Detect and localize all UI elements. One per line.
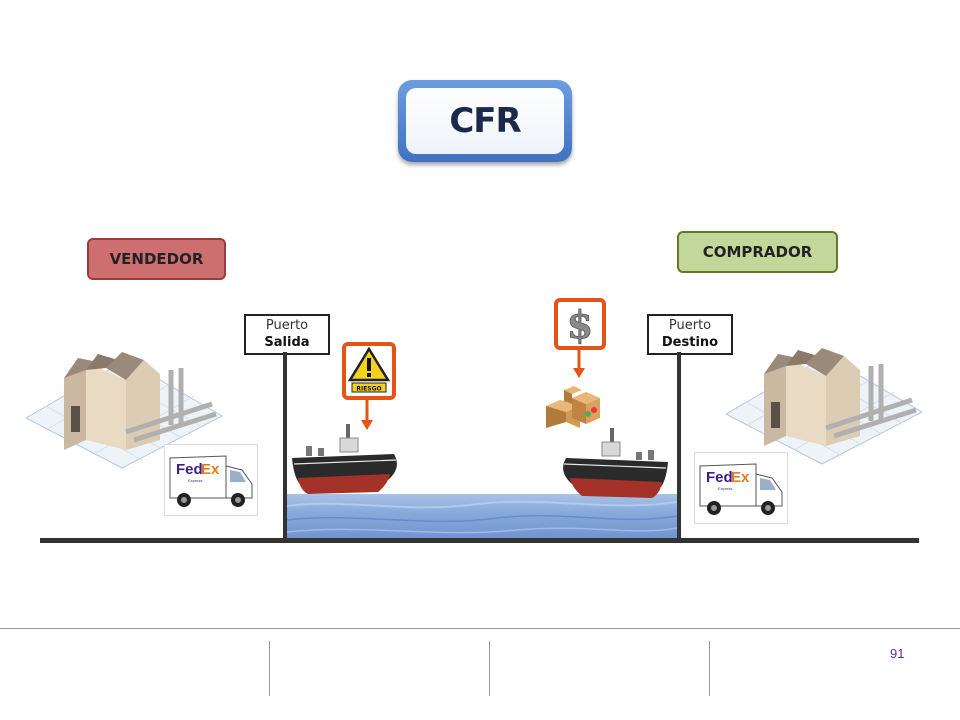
footer-separator: [709, 641, 710, 696]
departure-port-sign: Puerto Salida: [244, 314, 330, 355]
footer-divider: [0, 628, 960, 629]
buyer-van-icon: Fed Ex Express: [694, 452, 788, 524]
ship-destination-icon: [563, 428, 668, 498]
destination-port-line2: Destino: [661, 335, 719, 350]
cost-marker-box: $: [554, 298, 606, 350]
title-box: CFR: [398, 80, 572, 162]
footer-separator: [269, 641, 270, 696]
risk-marker-box: RIESGO: [342, 342, 396, 400]
footer-separator: [489, 641, 490, 696]
van-brand-a: Fed: [706, 469, 733, 486]
departure-port-line1: Puerto: [265, 318, 309, 333]
diagram-title: CFR: [449, 101, 521, 141]
buyer-label: COMPRADOR: [677, 231, 838, 273]
van-brand-b: Ex: [731, 469, 750, 486]
van-brand-a: Fed: [176, 461, 203, 478]
dollar-icon: $: [567, 302, 593, 346]
destination-port-line1: Puerto: [668, 318, 712, 333]
ground-line: [40, 538, 919, 543]
departure-port-pole: [283, 352, 287, 542]
van-sub: Express: [718, 486, 732, 491]
destination-port-sign: Puerto Destino: [647, 314, 733, 355]
seller-label: VENDEDOR: [87, 238, 226, 280]
sea-water: [287, 494, 677, 540]
risk-label: RIESGO: [356, 386, 381, 393]
ship-departure-icon: [292, 424, 397, 494]
van-sub: Express: [188, 478, 202, 483]
risk-arrow: [361, 398, 373, 430]
van-brand-b: Ex: [201, 461, 220, 478]
departure-port-line2: Salida: [264, 335, 310, 350]
page-number: 91: [890, 646, 905, 661]
cost-arrow: [573, 348, 585, 378]
seller-factory-icon: [26, 352, 224, 469]
destination-port-pole: [677, 352, 681, 542]
buyer-factory-icon: [726, 348, 924, 465]
seller-van-icon: Fed Ex Express: [164, 444, 258, 516]
cargo-boxes-icon: [546, 386, 600, 428]
